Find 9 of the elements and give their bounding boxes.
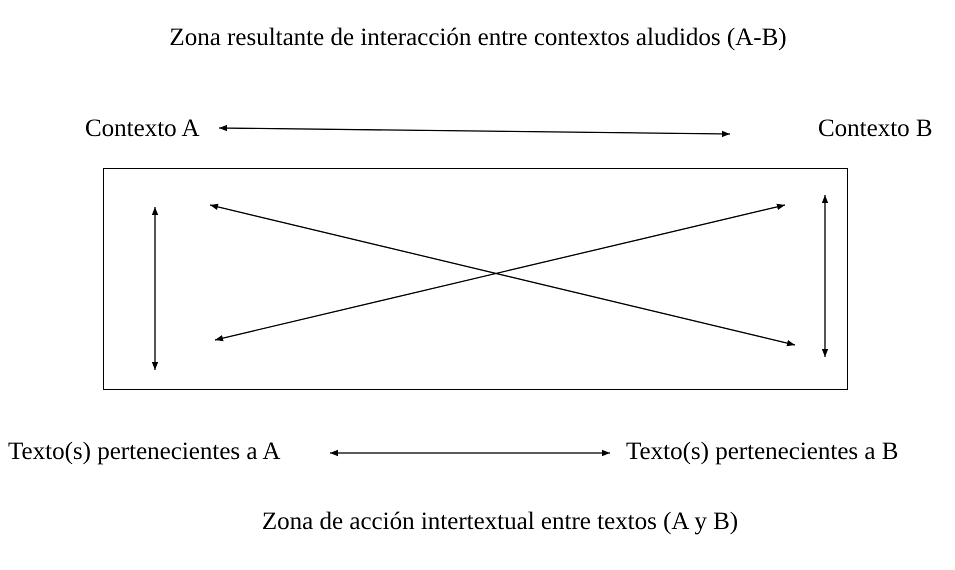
double-arrow (219, 124, 730, 138)
double-arrow (330, 450, 610, 456)
rectangle-frame (103, 168, 848, 390)
text-label: Texto(s) pertenecientes a A (8, 438, 330, 468)
zone-caption: Zona de acción intertextual entre textos (A y B) (262, 508, 738, 536)
context-label: Contexto A (85, 115, 219, 145)
context-label: Contexto B (818, 115, 953, 145)
text-label: Texto(s) pertenecientes a B (610, 438, 950, 468)
zone-caption: Zona resultante de interacción entre contextos aludidos (A-B) (169, 24, 787, 52)
